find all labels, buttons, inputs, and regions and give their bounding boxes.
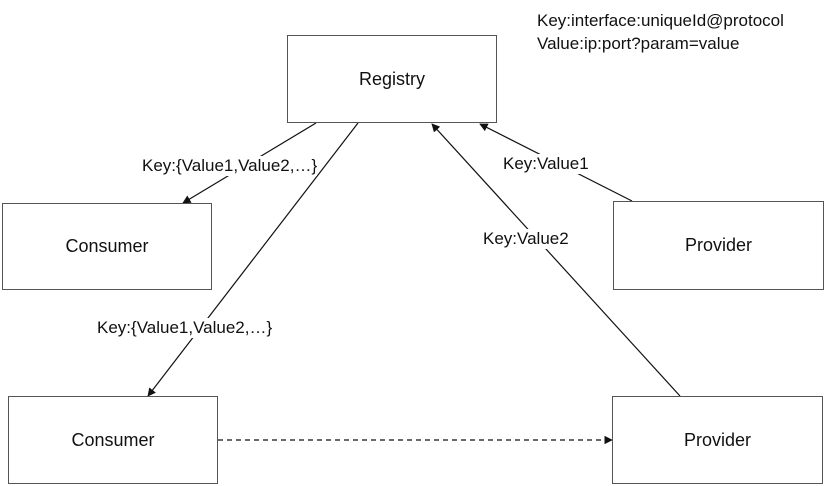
- consumer-bottom-node: Consumer: [8, 396, 218, 484]
- provider-top-node: Provider: [613, 201, 824, 290]
- edge-provider-bottom-to-registry: [431, 123, 681, 397]
- legend-key-format: Key:interface:uniqueId@protocol: [537, 11, 784, 30]
- edge-label-registry-to-consumer-top: Key:{Value1,Value2,…}: [142, 156, 318, 176]
- edge-label-registry-to-consumer-bottom: Key:{Value1,Value2,…}: [97, 318, 273, 338]
- consumer-top-node-label: Consumer: [65, 236, 149, 256]
- registry-node: Registry: [287, 35, 497, 123]
- consumer-bottom-node-label: Consumer: [71, 429, 155, 450]
- edge-label-provider-bottom-to-registry: Key:Value2: [483, 229, 569, 249]
- legend-value-format: Value:ip:port?param=value: [537, 34, 740, 53]
- consumer-top-node: Consumer: [2, 203, 212, 290]
- provider-bottom-node: Provider: [612, 396, 823, 484]
- edge-registry-to-consumer-bottom: [147, 122, 359, 397]
- registry-node-label: Registry: [358, 68, 425, 89]
- provider-top-node-label: Provider: [684, 235, 753, 255]
- provider-bottom-node-label: Provider: [683, 429, 752, 450]
- edge-label-provider-top-to-registry: Key:Value1: [503, 154, 589, 174]
